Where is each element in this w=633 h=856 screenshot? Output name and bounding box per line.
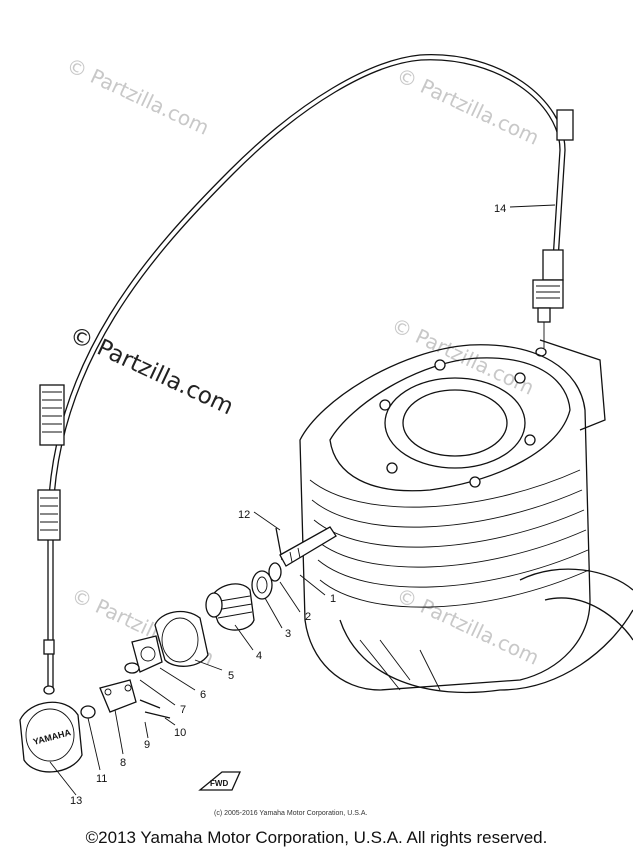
part-11-nut xyxy=(80,705,96,719)
part-8-bracket xyxy=(99,679,137,713)
callout-3: 3 xyxy=(285,628,291,640)
cable-upper-boot xyxy=(532,279,564,309)
callout-1: 1 xyxy=(330,593,336,605)
watermark-text: © Partzilla.com xyxy=(388,313,538,400)
part-6-gear xyxy=(131,635,163,673)
watermark-text: © Partzilla.com xyxy=(393,583,543,670)
part-7-ring xyxy=(124,662,140,674)
callout-6: 6 xyxy=(200,689,206,701)
callout-5: 5 xyxy=(228,670,234,682)
tachometer-cable xyxy=(37,54,574,695)
callout-13: 13 xyxy=(70,795,82,807)
callout-10: 10 xyxy=(174,727,186,739)
footer-copyright: ©2013 Yamaha Motor Corporation, U.S.A. A… xyxy=(85,828,548,847)
leader-lines xyxy=(49,204,556,796)
cable-upper-fitting xyxy=(556,109,574,141)
callout-2: 2 xyxy=(305,611,311,623)
callout-7: 7 xyxy=(180,704,186,716)
callout-4: 4 xyxy=(256,650,262,662)
cable-upper-nut xyxy=(542,249,564,281)
part-3-washer xyxy=(251,570,273,600)
watermark-text: © Partzilla.com xyxy=(63,53,213,140)
part-2-oring xyxy=(268,562,282,582)
part-9-bolt xyxy=(139,699,161,709)
callout-8: 8 xyxy=(120,757,126,769)
part-13-cover-cap: YAMAHA xyxy=(19,701,83,773)
part-10-screw xyxy=(144,711,171,719)
part-5-cover xyxy=(154,610,209,667)
callout-11: 11 xyxy=(96,773,107,785)
callout-labels: 1 2 3 4 5 6 7 8 9 10 11 12 13 14 xyxy=(70,203,506,807)
drive-gear-assembly: YAMAHA xyxy=(19,526,337,773)
part-1-shaft xyxy=(279,526,337,567)
cable-lower-boot xyxy=(39,384,65,446)
watermark-text: © Partzilla.com xyxy=(65,322,237,421)
direction-marker-text: FWD xyxy=(210,779,228,788)
callout-12: 12 xyxy=(238,509,250,521)
direction-marker: FWD xyxy=(198,771,242,791)
small-copyright: (c) 2005-2016 Yamaha Motor Corporation, … xyxy=(214,810,367,817)
callout-9: 9 xyxy=(144,739,150,751)
watermark-text: © Partzilla.com xyxy=(393,63,543,150)
callout-14: 14 xyxy=(494,203,506,215)
engine-cylinder xyxy=(299,339,633,694)
